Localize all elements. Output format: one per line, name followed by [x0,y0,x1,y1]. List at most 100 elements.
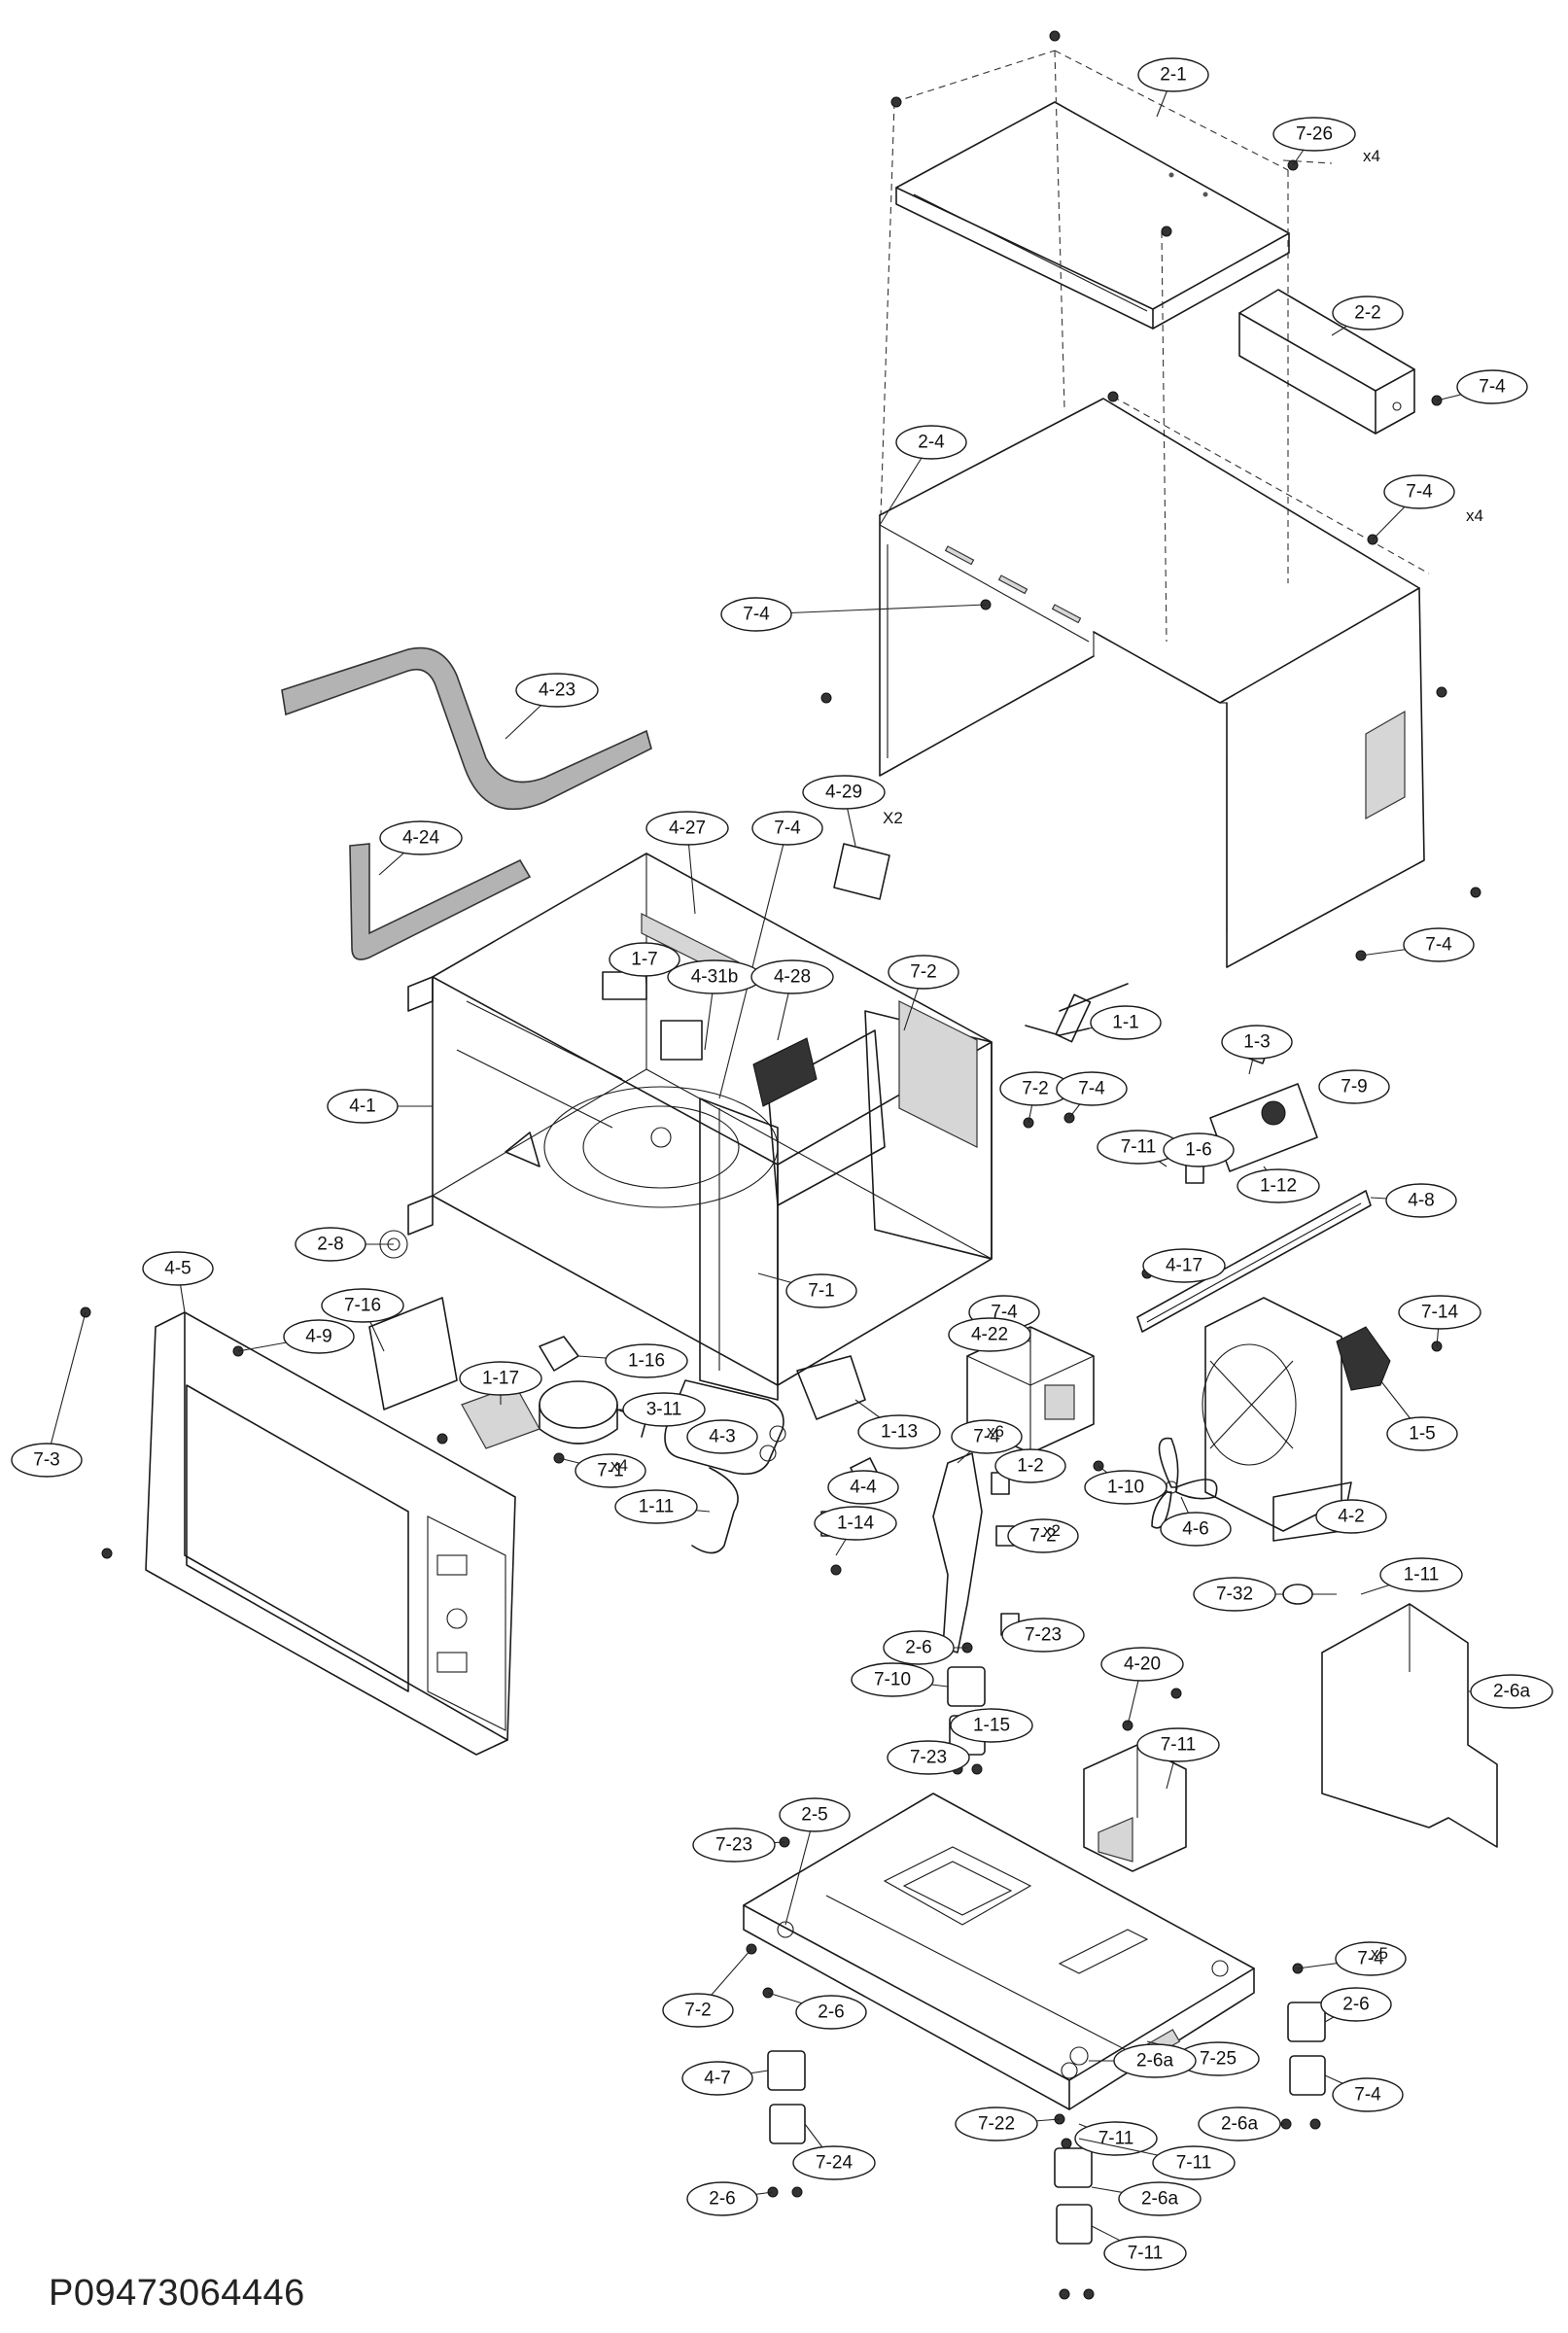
callout-bubble [692,1828,776,1863]
callout-4-6: 4-6 [1160,1496,1232,1547]
callout-label: 4-9 [305,1327,331,1347]
air-duct-part [1321,1603,1498,1848]
callout-label: 7-4 [1354,2085,1381,2106]
callout-7-2: 7-2x2 [1007,1518,1079,1553]
bracket-part [1136,1190,1372,1333]
callout-2-5: 2-5 [779,1797,851,1926]
callout-label: 7-11 [1128,2244,1164,2264]
callout-label: 4-5 [164,1259,191,1279]
callout-label: 1-15 [973,1716,1010,1736]
callout-7-1: 7-1x4 [558,1453,646,1488]
callout-bubble [1074,2121,1158,2156]
lamp-cord-part [1025,983,1129,1043]
callout-bubble [994,1448,1066,1483]
parts-artwork [80,30,1498,2300]
callout-label: 2-8 [317,1235,343,1255]
foot-right-part [1287,2002,1326,2096]
callout-4-28: 4-28 [750,959,834,1041]
callout-1-3: 1-3 [1221,1025,1293,1075]
callout-label: 7-14 [1421,1303,1458,1323]
callout-label: 1-3 [1243,1032,1270,1053]
callout-quantity-note: x2 [1043,1521,1061,1540]
callout-2-6a: 2-6a [1198,2107,1286,2141]
callout-bubble [1142,1248,1226,1283]
callout-7-2: 7-2 [888,955,959,1031]
coupler-part [539,1336,579,1372]
callout-bubble [827,1470,899,1505]
callout-bubble [1318,1069,1390,1104]
callout-bubble [1118,2181,1202,2216]
callout-bubble [327,1089,399,1124]
callout-label: 4-2 [1338,1507,1364,1527]
callout-bubble [1100,1647,1184,1682]
callout-quantity-note: x4 [610,1456,628,1475]
callout-label: 7-1 [597,1461,623,1481]
callout-1-2: 1-2 [994,1448,1066,1483]
callout-2-6: 2-6 [883,1630,967,1665]
callout-label: 4-27 [669,818,706,839]
callout-bubble [1193,1577,1276,1612]
callout-bubble [1163,1132,1235,1167]
callout-bubble [1332,2077,1404,2112]
callout-label: 7-4 [1406,482,1433,503]
callout-label: 1-1 [1112,1013,1138,1033]
callout-7-16: 7-16 [321,1288,404,1352]
callout-4-9: 4-9 [237,1319,355,1354]
callout-bubble [1320,1987,1392,2022]
callout-bubble [1398,1295,1481,1330]
callout-bubble [11,1443,83,1478]
callout-label: 7-1 [808,1281,834,1302]
callout-bubble [283,1319,355,1354]
callout-bubble [1090,1005,1162,1040]
callout-label: 7-9 [1341,1077,1367,1097]
callout-1-14: 1-14 [814,1506,897,1556]
callout-label: 4-1 [349,1097,375,1117]
callout-7-11: 7-11 [1074,2121,1158,2156]
callout-quantity-note: x6 [987,1422,1004,1441]
callout-label: 2-6a [1141,2189,1178,2210]
callout-7-23: 7-23 [692,1828,785,1863]
transformer-part [1083,1744,1187,1872]
callout-7-4: 7-4 [1436,369,1528,404]
callout-label: 4-17 [1166,1256,1202,1276]
callout-7-4: 7-4x6 [951,1419,1023,1464]
callout-7-14: 7-14 [1398,1295,1481,1347]
callout-label: 7-4 [774,818,801,839]
callout-4-22: 4-22 [948,1317,1031,1352]
callout-4-27: 4-27 [645,811,729,915]
callout-4-1: 4-1 [327,1089,433,1124]
callout-bubble [662,1993,734,2028]
callout-2-1: 2-1 [1137,57,1209,118]
callout-label: 7-11 [1121,1137,1157,1158]
callout-leader-line [46,1311,87,1461]
callout-4-17: 4-17 [1142,1248,1226,1283]
callout-bubble [1056,1071,1128,1106]
latch-board-part [932,1452,1020,1654]
callout-label: 4-22 [971,1325,1008,1345]
callout-label: 7-2 [1022,1079,1048,1099]
back-cover-box-part [1238,289,1415,435]
callout-label: 7-24 [816,2153,853,2174]
callout-label: 2-5 [801,1805,827,1826]
callout-4-5: 4-5 [142,1251,214,1313]
callout-label: 2-6a [1221,2114,1258,2135]
callout-bubble [1403,927,1475,962]
callout-bubble [295,1227,366,1262]
callout-label: 2-6 [1342,1995,1369,2015]
callout-7-4: 7-4 [1360,927,1475,962]
callout-bubble [779,1797,851,1832]
callout-bubble [1198,2107,1281,2141]
callout-label: 1-17 [482,1369,519,1389]
callout-bubble [1470,1674,1553,1709]
callout-bubble [142,1251,214,1286]
waveguide-cover-part [368,1297,458,1410]
callout-bubble [575,1453,646,1488]
callout-label: 7-2 [1029,1526,1056,1547]
callout-bubble [950,1708,1033,1743]
callout-2-6a: 2-6a [1091,2181,1202,2216]
callout-label: 7-23 [1025,1625,1062,1646]
oven-cavity-part [407,853,993,1401]
fan-housing-part [1202,1297,1391,1542]
